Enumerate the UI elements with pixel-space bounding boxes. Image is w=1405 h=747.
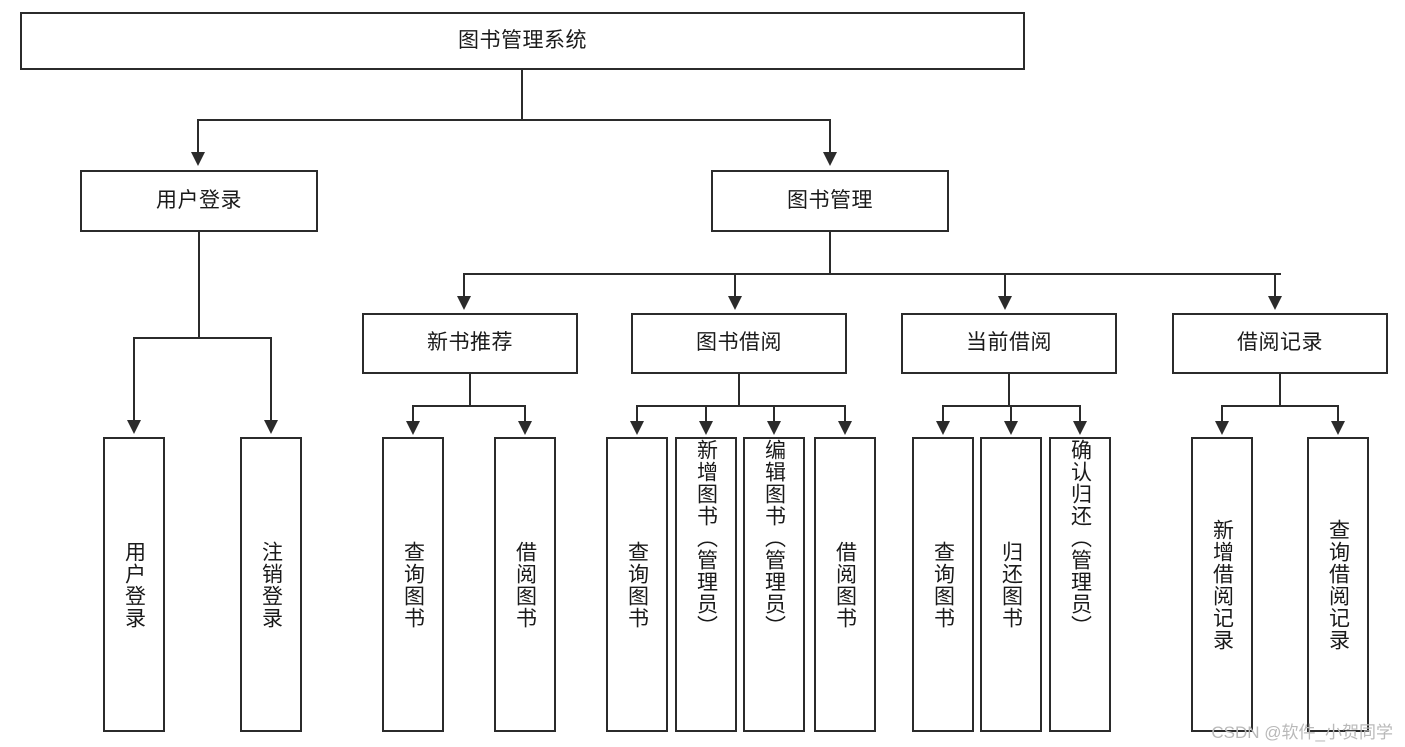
connector-root-to-book-mgmt	[829, 119, 831, 154]
arrow-root-to-user-login	[191, 152, 205, 166]
arrow-book-borrow-to-add	[699, 421, 713, 435]
node-label: 用户登录	[122, 540, 146, 629]
arrow-book-mgmt-to-new-book	[457, 296, 471, 310]
arrow-current-to-confirm	[1073, 421, 1087, 435]
node-book-borrow[interactable]: 图书借阅	[631, 313, 847, 374]
arrow-user-login-to-logout	[264, 420, 278, 434]
connector-book-mgmt-to-current	[1004, 273, 1006, 298]
node-label: 图书借阅	[696, 331, 782, 355]
connector-current-borrow-stem	[1008, 374, 1010, 406]
connector-user-login-stem	[198, 232, 200, 338]
arrow-user-login-to-login	[127, 420, 141, 434]
node-root-system[interactable]: 图书管理系统	[20, 12, 1025, 70]
arrow-book-borrow-to-query	[630, 421, 644, 435]
connector-user-login-bus	[134, 337, 272, 339]
arrow-current-to-return	[1004, 421, 1018, 435]
arrow-new-book-to-query	[406, 421, 420, 435]
arrow-new-book-to-borrow	[518, 421, 532, 435]
node-label: 确认归还（管理员）	[1068, 439, 1092, 637]
connector-new-book-to-borrow	[524, 405, 526, 423]
connector-new-book-bus	[413, 405, 526, 407]
connector-root-stem	[521, 70, 523, 120]
connector-current-to-return	[1010, 405, 1012, 423]
connector-record-to-query	[1337, 405, 1339, 423]
node-label: 新书推荐	[427, 331, 513, 355]
leaf-current-query-book[interactable]: 查询图书	[912, 437, 974, 732]
arrow-current-to-query	[936, 421, 950, 435]
connector-borrow-record-bus	[1222, 405, 1339, 407]
leaf-record-query-record[interactable]: 查询借阅记录	[1307, 437, 1369, 732]
connector-current-to-query	[942, 405, 944, 423]
node-label: 查询图书	[931, 540, 955, 629]
connector-record-to-add	[1221, 405, 1223, 423]
arrow-record-to-add	[1215, 421, 1229, 435]
connector-new-book-to-query	[412, 405, 414, 423]
node-label: 图书管理系统	[458, 28, 587, 52]
leaf-current-return-book[interactable]: 归还图书	[980, 437, 1042, 732]
leaf-current-confirm-return-admin[interactable]: 确认归还（管理员）	[1049, 437, 1111, 732]
leaf-user-login[interactable]: 用户登录	[103, 437, 165, 732]
connector-book-borrow-stem	[738, 374, 740, 406]
arrow-root-to-book-mgmt	[823, 152, 837, 166]
connector-user-login-to-login	[133, 337, 135, 422]
connector-book-borrow-to-add	[705, 405, 707, 423]
connector-book-borrow-to-lend	[844, 405, 846, 423]
node-user-login[interactable]: 用户登录	[80, 170, 318, 232]
leaf-borrow-edit-book-admin[interactable]: 编辑图书（管理员）	[743, 437, 805, 732]
connector-book-mgmt-to-record	[1274, 273, 1276, 298]
node-label: 查询借阅记录	[1326, 518, 1350, 651]
connector-book-borrow-to-query	[636, 405, 638, 423]
connector-current-to-confirm	[1079, 405, 1081, 423]
leaf-borrow-query-book[interactable]: 查询图书	[606, 437, 668, 732]
node-current-borrow[interactable]: 当前借阅	[901, 313, 1117, 374]
arrow-book-mgmt-to-record	[1268, 296, 1282, 310]
node-book-management[interactable]: 图书管理	[711, 170, 949, 232]
leaf-recommend-borrow-book[interactable]: 借阅图书	[494, 437, 556, 732]
connector-book-borrow-bus	[637, 405, 846, 407]
node-label: 新增图书（管理员）	[694, 439, 718, 637]
arrow-book-mgmt-to-current	[998, 296, 1012, 310]
arrow-book-borrow-to-edit	[767, 421, 781, 435]
node-label: 归还图书	[999, 540, 1023, 629]
connector-book-mgmt-bus	[464, 273, 1281, 275]
node-label: 当前借阅	[966, 331, 1052, 355]
connector-new-book-stem	[469, 374, 471, 406]
leaf-recommend-query-book[interactable]: 查询图书	[382, 437, 444, 732]
connector-book-borrow-to-edit	[773, 405, 775, 423]
arrow-book-mgmt-to-borrow	[728, 296, 742, 310]
connector-root-to-user-login	[197, 119, 199, 154]
leaf-borrow-lend-book[interactable]: 借阅图书	[814, 437, 876, 732]
csdn-watermark: CSDN @软件_小贺同学	[1211, 723, 1393, 742]
node-label: 图书管理	[787, 188, 873, 212]
connector-book-mgmt-to-borrow	[734, 273, 736, 298]
node-borrow-record[interactable]: 借阅记录	[1172, 313, 1388, 374]
arrow-record-to-query	[1331, 421, 1345, 435]
node-label: 借阅图书	[833, 540, 857, 629]
connector-user-login-to-logout	[270, 337, 272, 422]
leaf-record-add-record[interactable]: 新增借阅记录	[1191, 437, 1253, 732]
node-label: 查询图书	[401, 540, 425, 629]
node-label: 借阅图书	[513, 540, 537, 629]
node-label: 编辑图书（管理员）	[762, 439, 786, 637]
node-label: 用户登录	[156, 188, 242, 212]
connector-book-mgmt-stem	[829, 232, 831, 274]
leaf-borrow-add-book-admin[interactable]: 新增图书（管理员）	[675, 437, 737, 732]
connector-root-bus	[198, 119, 831, 121]
connector-book-mgmt-to-new-book	[463, 273, 465, 298]
leaf-user-logout[interactable]: 注销登录	[240, 437, 302, 732]
node-label: 新增借阅记录	[1210, 518, 1234, 651]
node-label: 注销登录	[259, 540, 283, 629]
connector-borrow-record-stem	[1279, 374, 1281, 406]
node-new-book-recommend[interactable]: 新书推荐	[362, 313, 578, 374]
connector-current-borrow-bus	[943, 405, 1081, 407]
arrow-book-borrow-to-lend	[838, 421, 852, 435]
node-label: 借阅记录	[1237, 331, 1323, 355]
node-label: 查询图书	[625, 540, 649, 629]
